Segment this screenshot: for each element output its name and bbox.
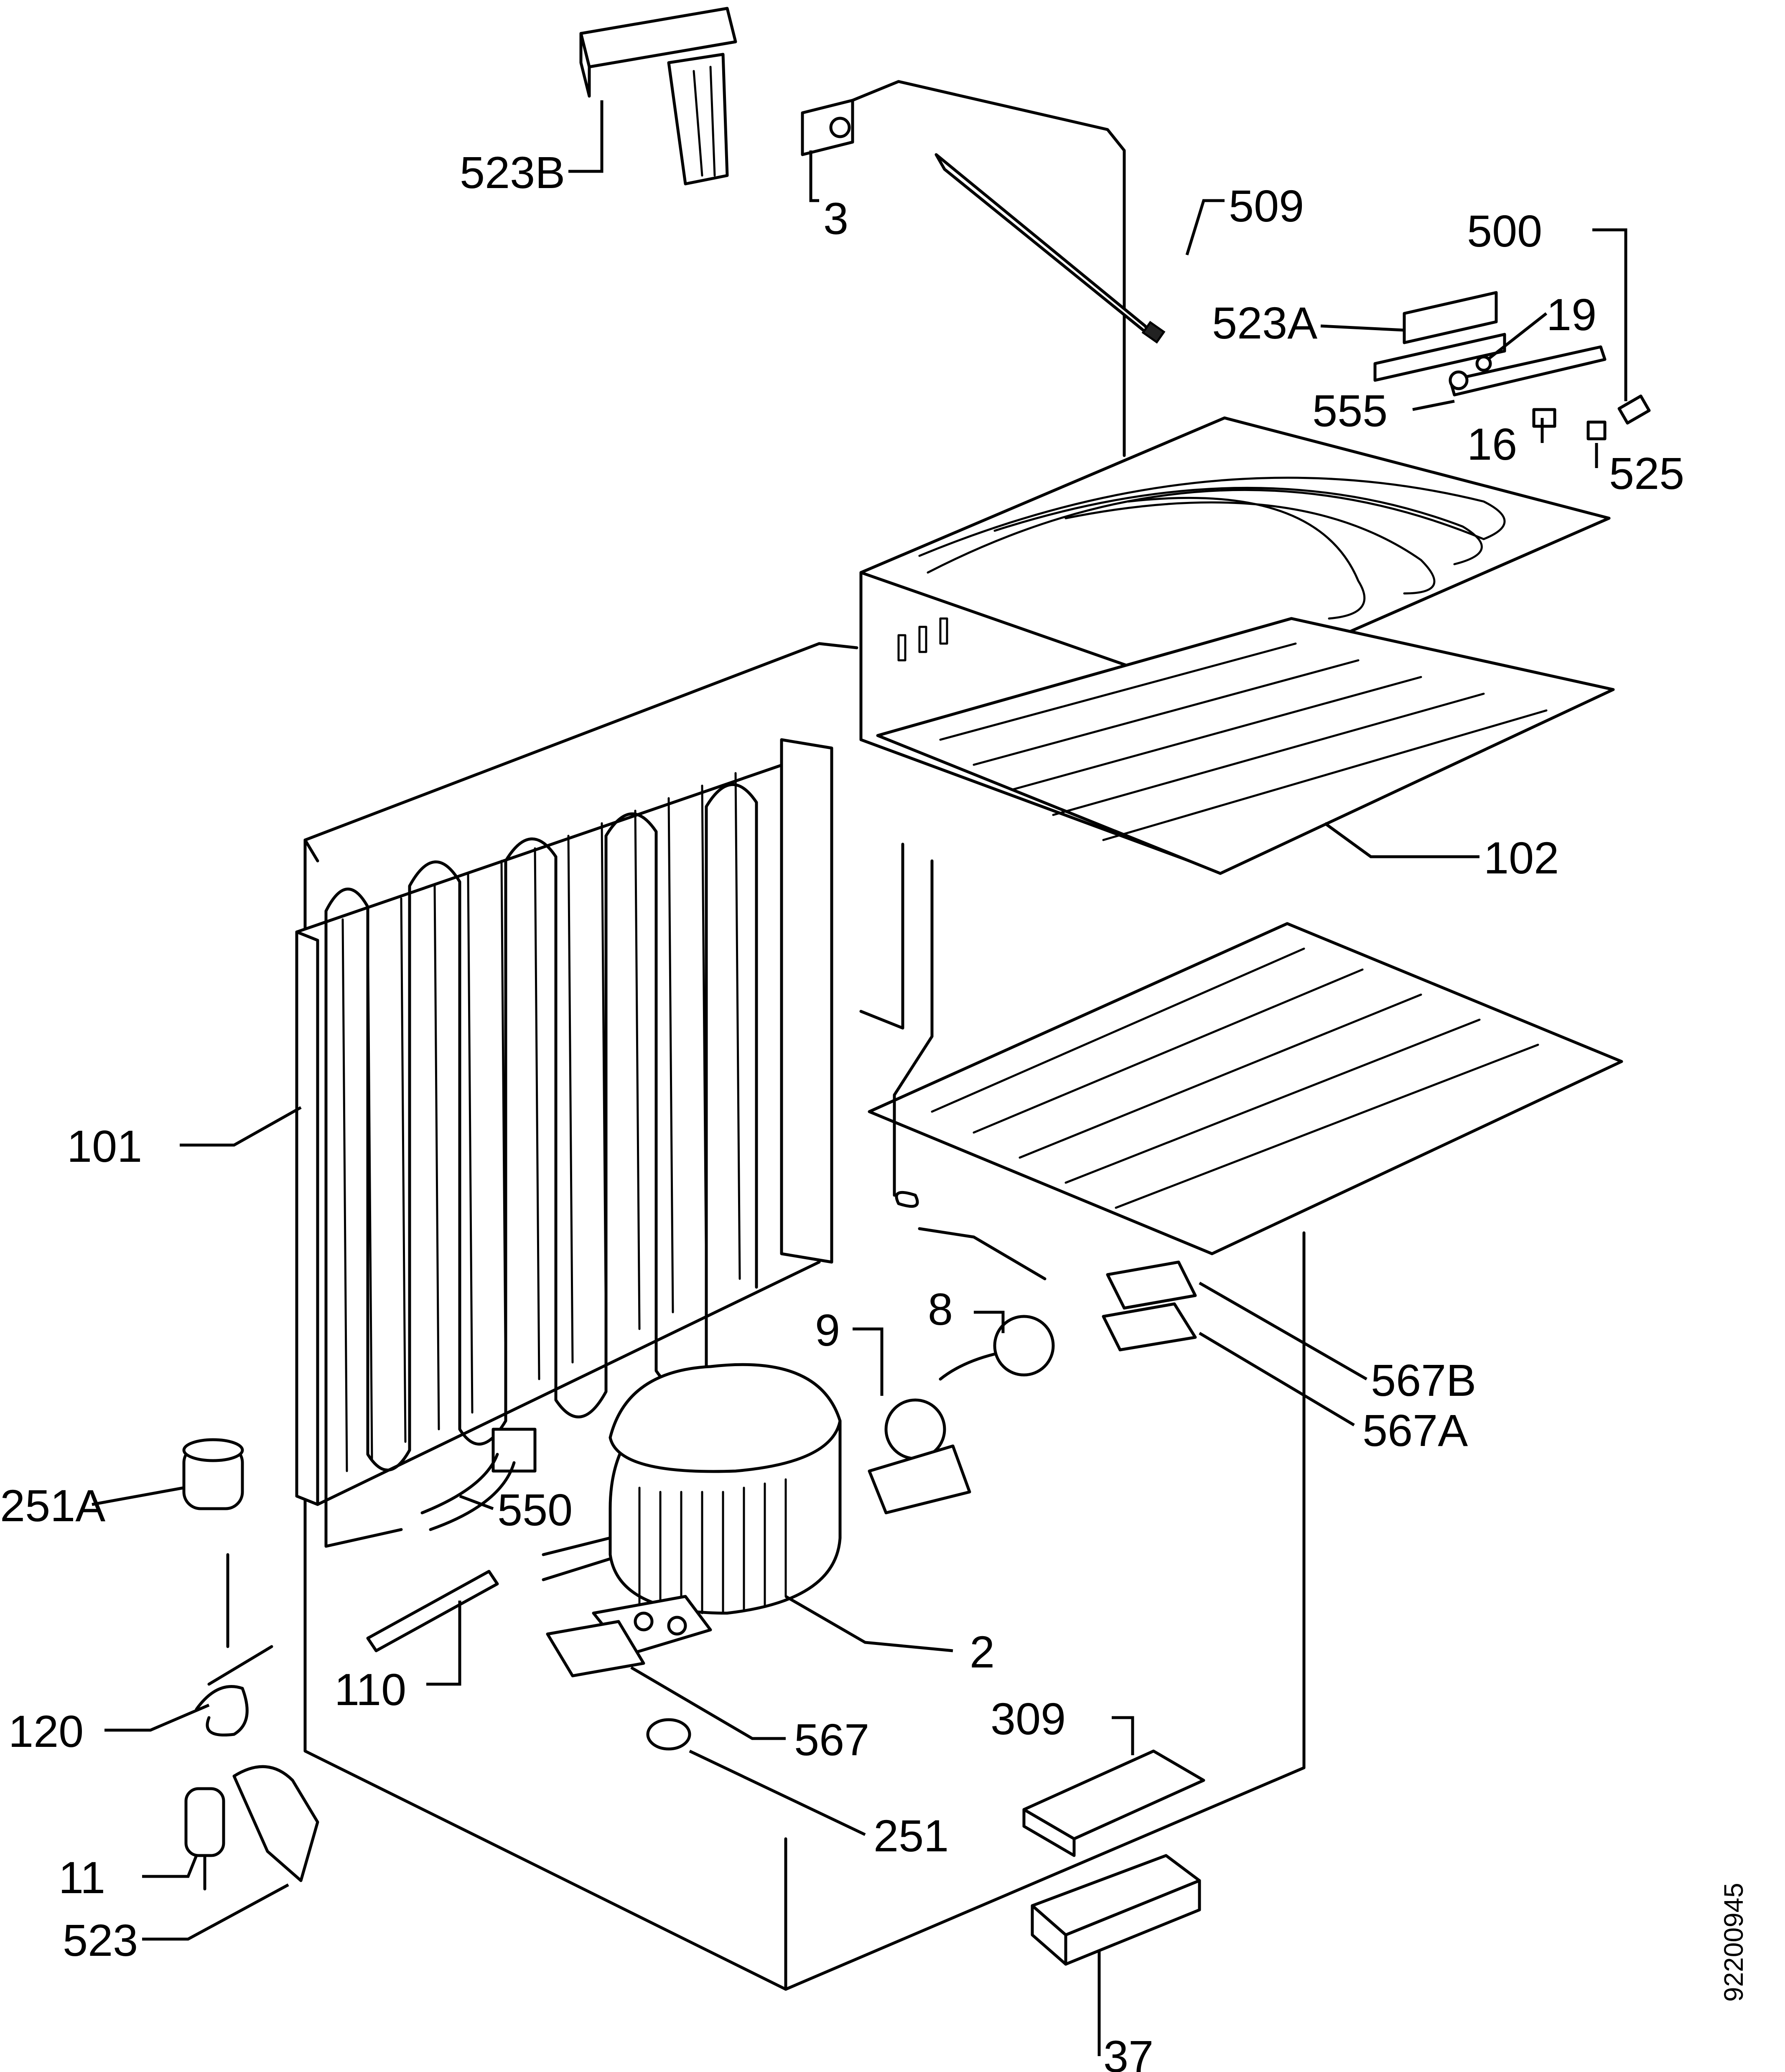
label-251: 251	[873, 1810, 949, 1861]
label-16: 16	[1467, 419, 1517, 469]
upper-shelf	[876, 617, 1615, 875]
compressor	[542, 1363, 842, 1657]
label-555: 555	[1312, 385, 1388, 436]
small-parts	[1449, 355, 1651, 440]
compressor-stripes	[638, 1478, 787, 1614]
terminal-box-309-37	[1022, 1749, 1205, 1966]
part-labels: 523B 3 509 500 523A 19 555 16 525 102 10…	[0, 147, 1684, 2072]
lower-shelf	[868, 922, 1623, 1255]
label-309: 309	[991, 1693, 1066, 1744]
label-523: 523	[63, 1915, 138, 1965]
label-525: 525	[1609, 448, 1684, 499]
drawing-id: 92200945	[1719, 1883, 1749, 2002]
label-102: 102	[1484, 832, 1559, 883]
cabinet-outline	[303, 642, 1306, 1991]
condenser	[295, 738, 833, 1548]
starter-11-523	[184, 1765, 319, 1891]
label-110: 110	[334, 1664, 406, 1715]
lamp-holder-523a	[1373, 291, 1607, 397]
foot-251	[646, 1718, 691, 1751]
lower-shelf-slots	[931, 947, 1539, 1209]
rod-509	[935, 153, 1166, 344]
label-37: 37	[1103, 2031, 1154, 2072]
label-19: 19	[1546, 289, 1597, 340]
leader-lines	[92, 100, 1627, 2056]
upper-shelf-slots	[939, 642, 1548, 841]
label-509: 509	[1229, 181, 1304, 231]
label-567a: 567A	[1362, 1405, 1468, 1456]
grommet-251a	[182, 1438, 244, 1510]
hose-550	[420, 1428, 537, 1531]
label-550: 550	[497, 1484, 573, 1535]
label-251a: 251A	[0, 1480, 105, 1531]
label-101: 101	[67, 1121, 142, 1171]
label-2: 2	[970, 1627, 995, 1677]
label-3: 3	[823, 193, 848, 244]
tube-110	[366, 1570, 499, 1652]
pads-567	[546, 1260, 1197, 1677]
label-500: 500	[1467, 206, 1542, 256]
overload-8	[939, 1315, 1055, 1381]
thermostat	[801, 80, 1126, 457]
evaporator	[859, 416, 1611, 871]
bracket-523b	[579, 7, 737, 186]
label-120: 120	[8, 1706, 84, 1756]
label-8: 8	[928, 1284, 953, 1334]
label-523b: 523B	[460, 147, 565, 198]
relay-9	[868, 1398, 971, 1515]
label-11: 11	[59, 1852, 105, 1903]
drier-120	[195, 1553, 273, 1737]
label-567: 567	[794, 1714, 869, 1765]
label-523a: 523A	[1212, 298, 1317, 348]
label-9: 9	[815, 1305, 840, 1355]
suction-tube	[859, 843, 1047, 1280]
label-567b: 567B	[1371, 1355, 1476, 1405]
